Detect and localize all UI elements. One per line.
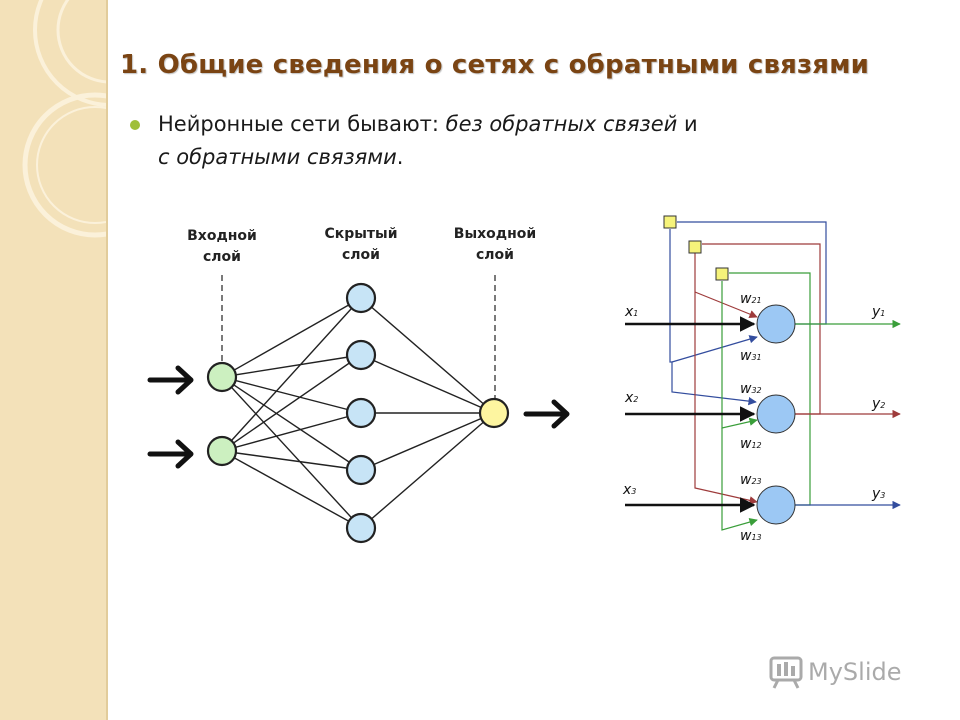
delay-box (715, 267, 729, 281)
output-arrow-icon (523, 399, 570, 429)
feedback-line (694, 252, 758, 505)
watermark: MySlide (768, 655, 901, 689)
connection (221, 354, 362, 452)
watermark-text: MySlide (808, 658, 902, 686)
weight-label: w23 (740, 472, 762, 488)
connection (221, 354, 362, 378)
feedback-loop-green (721, 272, 811, 531)
input-neuron (206, 361, 238, 393)
label-leaders (221, 275, 496, 398)
hidden-neuron (345, 282, 377, 314)
output-layer-label-line1: Выходной (453, 226, 537, 242)
feedback-line (702, 243, 821, 415)
feedback-loop-blue (669, 221, 827, 406)
bullet-line-1: Нейронные сети бывают: без обратных связ… (130, 108, 890, 141)
feedback-line (721, 281, 758, 429)
input-label: x3 (622, 482, 636, 498)
output-neuron (478, 397, 510, 429)
feedback-loop-red (694, 243, 821, 505)
connection (221, 412, 362, 452)
weight-label: w31 (740, 348, 762, 364)
bullet-middle: и (677, 112, 698, 136)
bullet-italic-feedforward: без обратных связей (445, 112, 678, 136)
recurrent-neuron (756, 485, 796, 525)
bullet-line-2: с обратными связями. (130, 141, 890, 174)
output-label: y3 (871, 486, 885, 502)
hidden-neuron (345, 339, 377, 371)
connection (360, 412, 495, 471)
slide-title: 1. Общие сведения о сетях с обратными св… (120, 50, 870, 80)
output-layer-label-line2: слой (476, 247, 514, 263)
output-label: y1 (871, 304, 885, 320)
recurrent-neurons (756, 304, 796, 525)
connection (360, 354, 495, 414)
bullet-italic-recurrent: с обратными связями (158, 145, 397, 169)
output-label: y2 (871, 396, 885, 412)
hidden-layer-label-line1: Скрытый (324, 226, 398, 242)
input-arrow-icon (147, 439, 194, 469)
neurons (206, 282, 510, 544)
hidden-layer-label: Скрытый слой (315, 224, 407, 266)
connections (221, 297, 495, 529)
connection (221, 376, 362, 414)
hidden-neuron (345, 397, 377, 429)
input-label: x1 (624, 304, 638, 320)
delay-units (663, 215, 729, 281)
input-lines (625, 316, 756, 513)
input-layer-label: Входной слой (176, 226, 268, 268)
input-layer-label-line2: слой (203, 249, 241, 265)
recurrent-neuron (756, 394, 796, 434)
delay-box (663, 215, 677, 229)
bullet-prefix: Нейронные сети бывают: (158, 112, 446, 136)
bullet-marker (130, 120, 140, 130)
strip-edge (106, 0, 108, 720)
connection (221, 376, 362, 471)
output-layer-label: Выходной слой (448, 224, 542, 266)
feedback-line (729, 272, 811, 506)
diagram-labels: x1 x2 x3 y1 y2 y3 w21 w31 w32 w12 w23 w1… (622, 291, 885, 544)
connection (360, 297, 495, 414)
feedback-line (669, 229, 757, 406)
hidden-layer-label-line2: слой (342, 247, 380, 263)
slide-logo-icon (769, 656, 803, 689)
weight-label: w32 (740, 381, 762, 397)
decorative-circles (22, 0, 106, 238)
connection (360, 412, 495, 529)
decorative-side-strip (0, 0, 106, 720)
bullet-item: Нейронные сети бывают: без обратных связ… (130, 108, 890, 174)
connection (221, 376, 362, 529)
delay-box (688, 240, 702, 254)
connection (221, 297, 362, 452)
weight-label: w12 (740, 436, 762, 452)
recurrent-neuron (756, 304, 796, 344)
connection (221, 297, 362, 378)
connection (221, 450, 362, 529)
feedback-line (694, 291, 758, 319)
weight-label: w13 (740, 528, 762, 544)
hidden-neuron (345, 454, 377, 486)
feedback-line (671, 335, 758, 363)
feedback-line (721, 428, 758, 531)
input-neuron (206, 435, 238, 467)
flow-arrows (147, 365, 570, 469)
weight-label: w21 (740, 291, 762, 307)
input-arrow-icon (147, 365, 194, 395)
bullet-suffix: . (396, 145, 404, 169)
connection (221, 450, 362, 471)
hidden-neuron (345, 512, 377, 544)
input-label: x2 (624, 390, 638, 406)
input-layer-label-line1: Входной (187, 228, 257, 244)
feedback-line (677, 221, 827, 325)
